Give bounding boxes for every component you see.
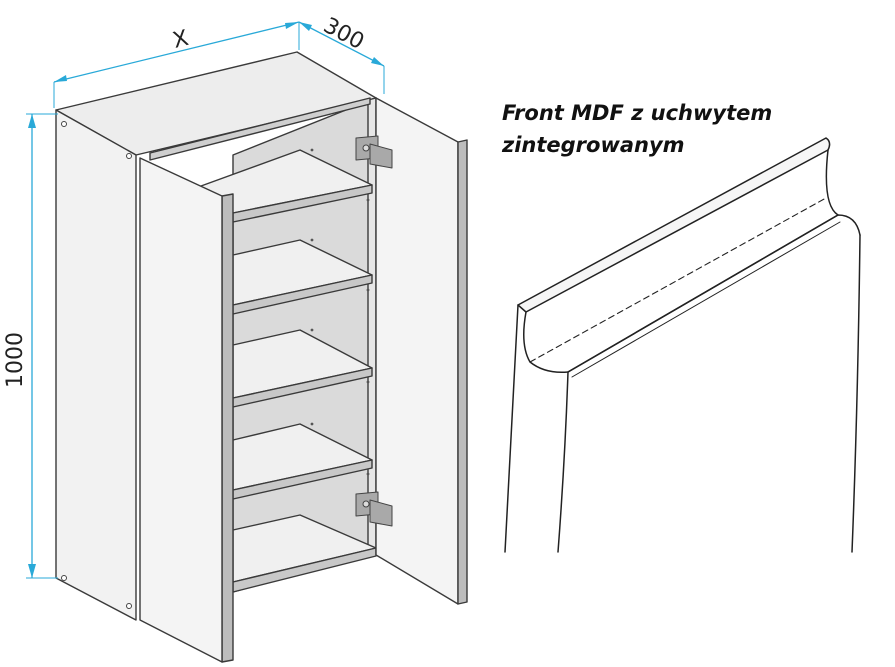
handle-groove-hidden-edge bbox=[529, 197, 827, 363]
assembly-holes bbox=[61, 121, 132, 609]
cabinet-right-side bbox=[367, 97, 377, 556]
dimension-lines bbox=[26, 21, 385, 579]
caption-line-2: zintegrowanym bbox=[501, 133, 685, 157]
height-label: 1000 bbox=[3, 332, 28, 388]
right-door-edge bbox=[457, 139, 468, 605]
width-dimension-line bbox=[53, 21, 300, 83]
handle-groove bbox=[523, 149, 839, 374]
front-right-edge bbox=[851, 234, 861, 553]
left-door bbox=[139, 157, 223, 663]
depth-label: 300 bbox=[319, 13, 368, 55]
caption-line-1: Front MDF z uchwytem bbox=[502, 101, 772, 125]
handle-lip-outer bbox=[517, 137, 831, 313]
hinge-top bbox=[355, 135, 393, 169]
front-left-edge bbox=[504, 304, 519, 553]
right-door bbox=[375, 97, 459, 605]
width-label: X bbox=[170, 26, 191, 54]
shelf-pin-holes bbox=[310, 148, 370, 476]
left-door-edge bbox=[221, 193, 234, 663]
shelf-top-underside bbox=[149, 97, 371, 161]
mdf-front-detail bbox=[504, 137, 861, 553]
hinge-bottom bbox=[355, 491, 393, 527]
cabinet bbox=[55, 51, 468, 663]
depth-dimension-line bbox=[298, 21, 385, 67]
front-top-edge bbox=[567, 214, 861, 373]
cabinet-left-side bbox=[55, 109, 137, 621]
